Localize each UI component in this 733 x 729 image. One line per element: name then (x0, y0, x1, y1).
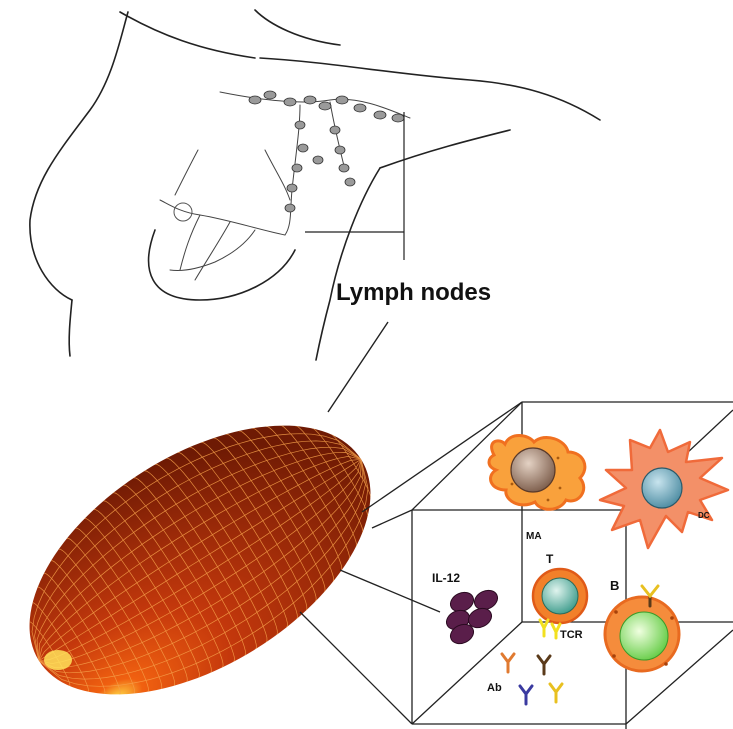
il12-molecules (443, 587, 500, 647)
neck-line (255, 10, 340, 45)
t-cell-label: T (546, 552, 554, 566)
b-cell-label: B (610, 578, 619, 593)
tcr-label: TCR (560, 629, 583, 641)
lymphatic-network (160, 92, 410, 280)
lymph-node-3d (0, 370, 417, 729)
macrophage-label: MA (526, 531, 542, 542)
breast-outline (149, 230, 295, 300)
axillary-lymph-nodes (249, 91, 404, 212)
antibodies (502, 654, 562, 704)
torso-side-line (316, 168, 380, 360)
dendritic-cell-label: DC (698, 511, 710, 520)
chin-line (120, 12, 255, 58)
torso-illustration (30, 10, 600, 360)
macrophage-cell (489, 436, 585, 510)
arm-bottom-line (380, 130, 510, 168)
il12-label: IL-12 (432, 571, 460, 585)
b-cell (605, 597, 679, 671)
label-bracket (305, 112, 404, 260)
antibody-label: Ab (487, 682, 502, 694)
torso-lower-line (69, 300, 72, 356)
pointer-line (328, 322, 388, 412)
shoulder-line (30, 12, 128, 300)
lymph-nodes-label: Lymph nodes (336, 279, 491, 306)
dendritic-cell (600, 430, 728, 548)
arm-top-line (260, 58, 600, 120)
t-cell (533, 569, 587, 623)
nipple (174, 203, 192, 221)
